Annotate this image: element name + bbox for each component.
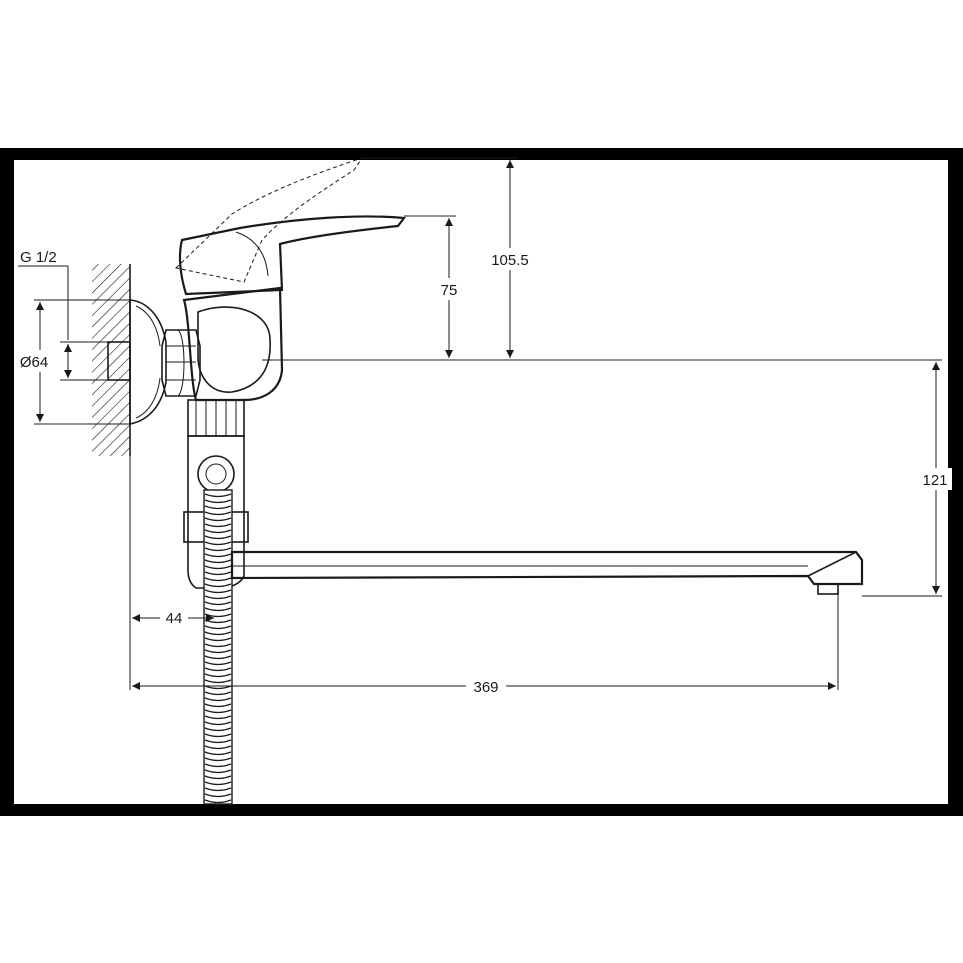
spout-reach-label: 369 [473, 679, 498, 696]
hose-rib [204, 571, 232, 576]
hose-rib [204, 715, 232, 720]
hose-rib [204, 697, 232, 702]
hose-rib [204, 721, 232, 726]
hose-rib [204, 625, 232, 630]
hose-rib [204, 661, 232, 666]
height-lever-label: 75 [441, 282, 458, 299]
hose-rib [204, 667, 232, 672]
hose-rib [204, 691, 232, 696]
hose-rib [204, 637, 232, 642]
hose-rib [204, 787, 232, 792]
wall-offset-label: 44 [166, 610, 183, 627]
hose-rib [204, 733, 232, 738]
hose-rib [204, 649, 232, 654]
height-total-label: 105.5 [491, 252, 529, 269]
hose-rib [204, 529, 232, 534]
hose-rib [204, 499, 232, 504]
spout-height-label: 121 [922, 472, 947, 489]
hose-rib [204, 769, 232, 774]
hose-rib [204, 751, 232, 756]
hose-rib [204, 655, 232, 660]
dimension-labels: 105.5 75 121 Ø64 G 1/2 44 369 [14, 248, 952, 698]
hose-rib [204, 547, 232, 552]
hose-rib [204, 745, 232, 750]
hose-rib [204, 703, 232, 708]
hose-rib [204, 643, 232, 648]
shower-hose [203, 489, 233, 805]
spout [230, 550, 864, 595]
hose-rib [204, 739, 232, 744]
hose-rib [204, 673, 232, 678]
hose-rib [204, 559, 232, 564]
thread-label: G 1/2 [20, 249, 57, 266]
hose-rib [204, 601, 232, 606]
hose-rib [204, 535, 232, 540]
lever-handle [174, 157, 407, 296]
hose-rib [204, 709, 232, 714]
hose-rib [204, 793, 232, 798]
hose-rib [204, 589, 232, 594]
hose-rib [204, 493, 232, 498]
hose-rib [204, 505, 232, 510]
hose-rib [204, 775, 232, 780]
hose-rib [204, 631, 232, 636]
hose-rib [204, 763, 232, 768]
hose-rib [204, 799, 232, 804]
hose-rib [204, 511, 232, 516]
hose-rib [204, 781, 232, 786]
hose-rib [204, 607, 232, 612]
hose-rib [204, 541, 232, 546]
hose-rib [204, 577, 232, 582]
diameter-label: Ø64 [20, 354, 48, 371]
hose-rib [204, 757, 232, 762]
hose-rib [204, 553, 232, 558]
hose-rib [204, 727, 232, 732]
hose-rib [204, 565, 232, 570]
hose-rib [204, 523, 232, 528]
hose-rib [204, 595, 232, 600]
hose-rib [204, 583, 232, 588]
hose-rib [204, 517, 232, 522]
